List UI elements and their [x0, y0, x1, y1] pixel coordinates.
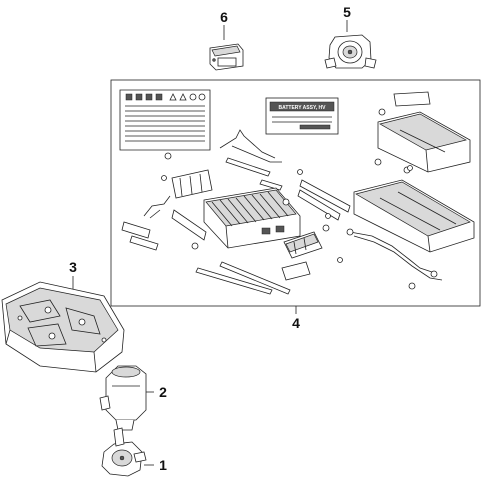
callout-5: 5 [343, 4, 351, 20]
wire-2 [143, 195, 171, 217]
junction-block [283, 231, 323, 259]
wire-1 [219, 129, 276, 159]
warning-label-sheet [119, 89, 211, 151]
long-rod-1 [195, 267, 273, 295]
battery-label: BATTERY ASSY, HV [265, 97, 339, 135]
part-5-blower[interactable]: 5 [324, 4, 377, 69]
upper-bracket [374, 108, 471, 174]
side-busbar [171, 209, 207, 241]
part-2-reservoir[interactable]: 2 [99, 365, 167, 431]
part-3-inverter[interactable]: 3 [1, 259, 125, 373]
callout-2: 2 [159, 384, 167, 400]
battery-module-stack [203, 187, 301, 249]
part-4-battery-assembly[interactable]: 4 BATTERY ASSY, HV [110, 79, 481, 331]
long-rod-2 [219, 261, 291, 295]
wire-3 [349, 231, 433, 273]
callout-4: 4 [292, 315, 300, 331]
part-1-water-pump[interactable]: 1 [101, 427, 167, 477]
callout-6: 6 [220, 9, 228, 25]
callout-1: 1 [159, 457, 167, 473]
part-6-ecu[interactable]: 6 [209, 9, 244, 71]
battery-assembly-frame [110, 79, 481, 307]
lower-tray [353, 165, 475, 253]
callout-3: 3 [69, 259, 77, 275]
small-sticker [393, 91, 431, 107]
battery-label-text: BATTERY ASSY, HV [279, 105, 327, 111]
